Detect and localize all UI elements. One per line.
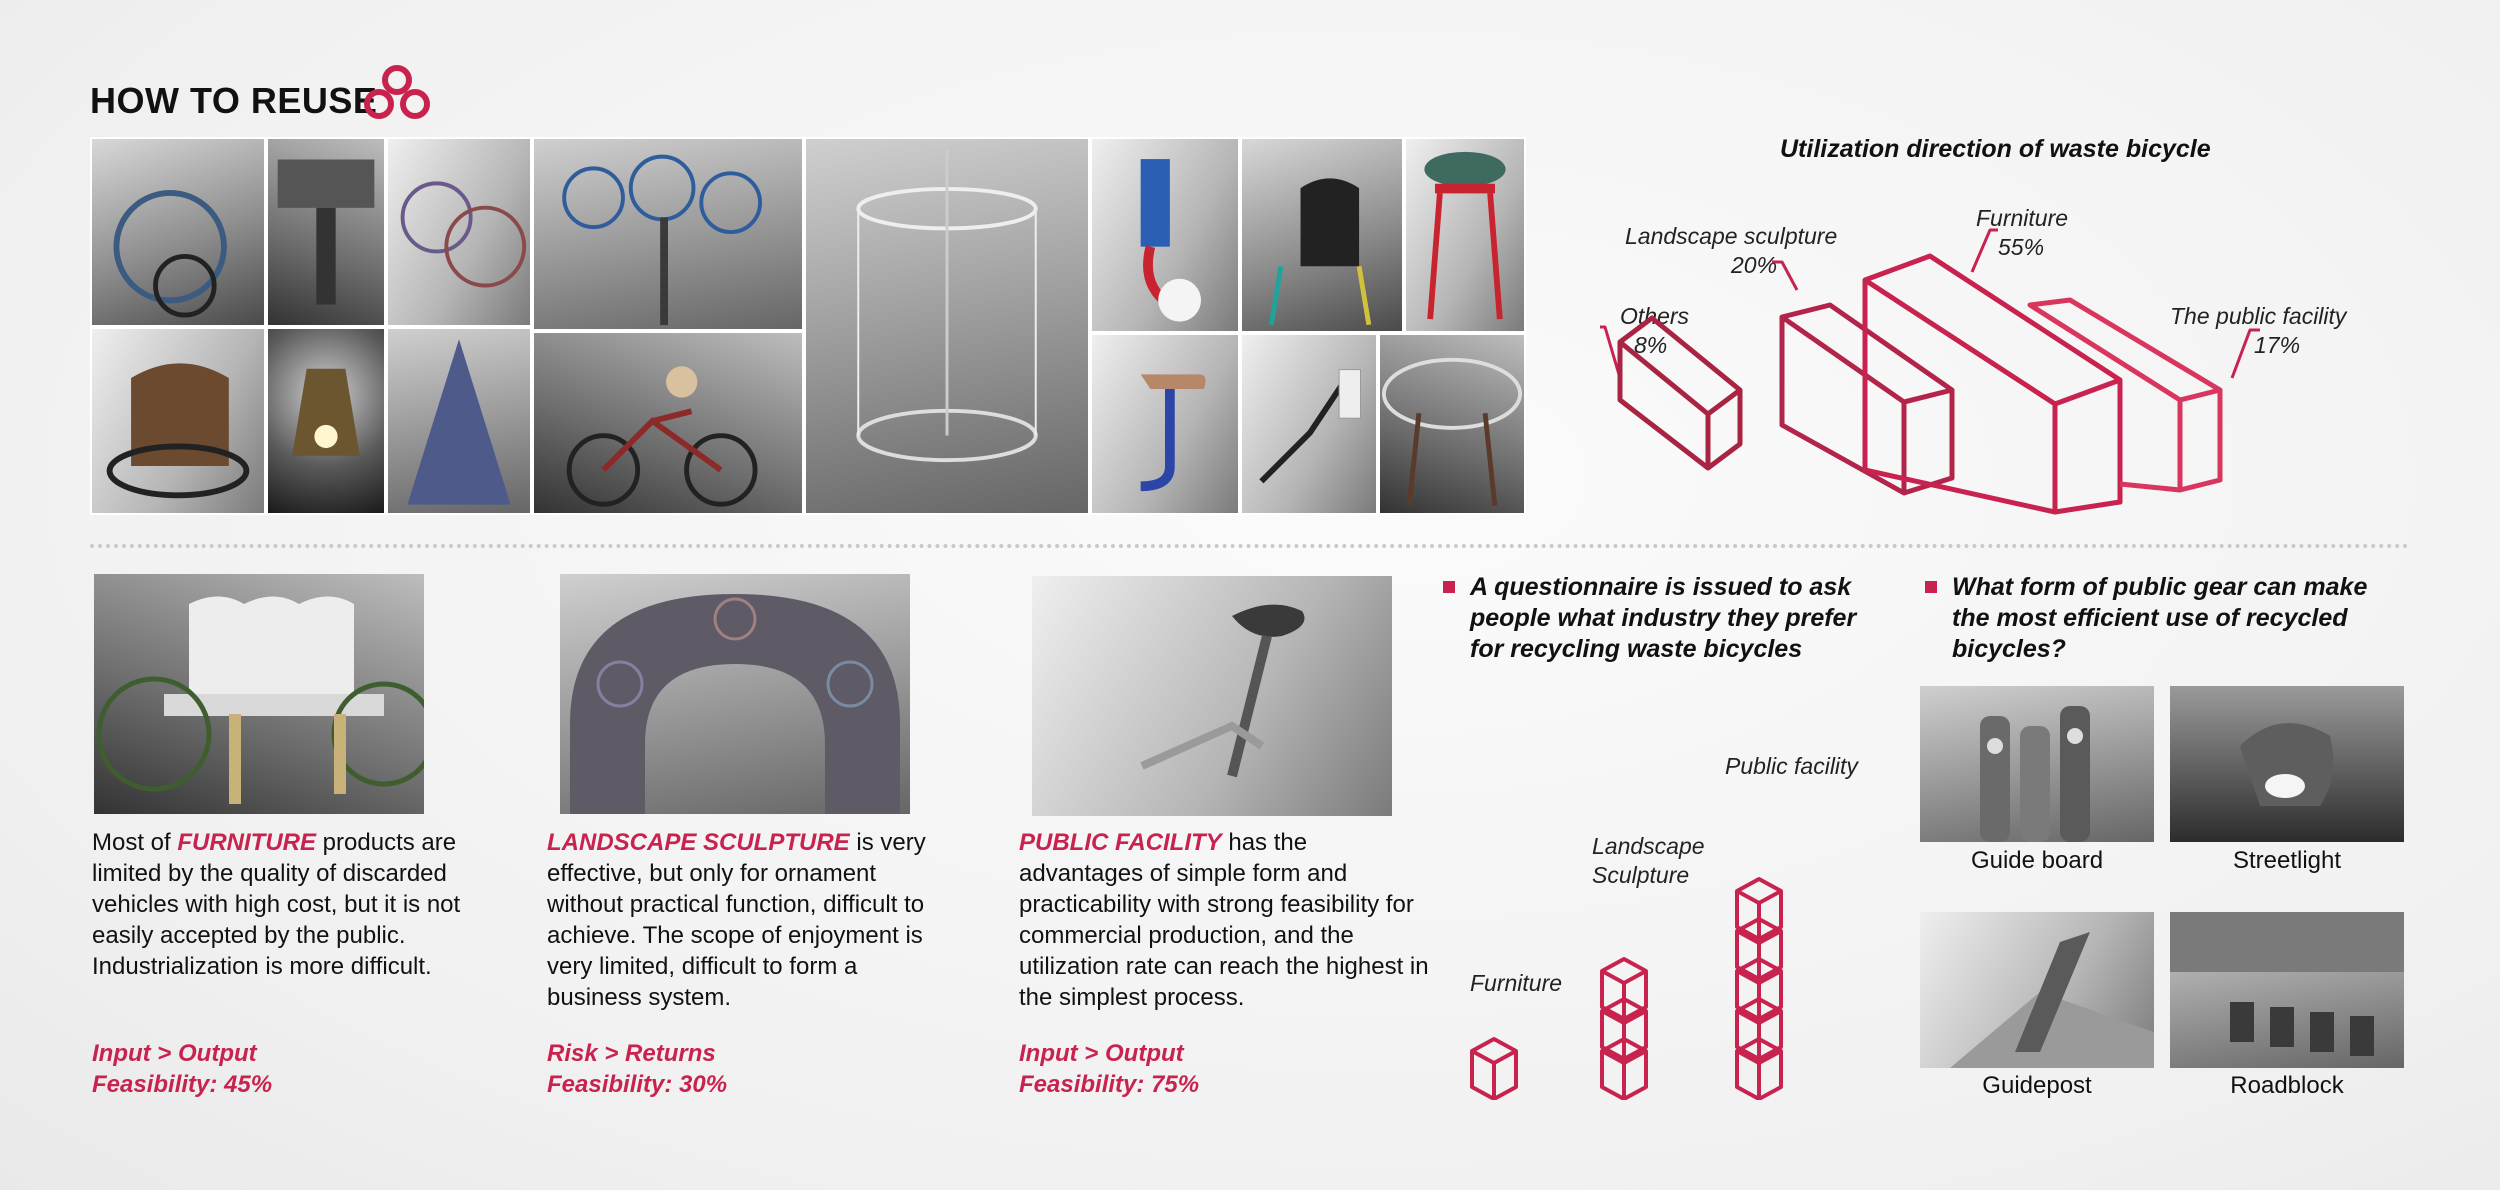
metric-feasibility: Feasibility: 75% — [1019, 1071, 1200, 1098]
photo-flower-bicycle — [532, 331, 804, 515]
photo-bike-stand — [1032, 576, 1392, 816]
leader-furniture — [1970, 228, 1998, 273]
label-value: 55% — [1998, 234, 2045, 260]
metric-ratio: Input > Output — [92, 1040, 257, 1067]
label-furniture: Furniture 55% — [1976, 204, 2136, 262]
metric-ratio: Risk > Returns — [547, 1040, 716, 1067]
caption-roadblock: Roadblock — [2230, 1072, 2344, 1099]
cube-unit — [1600, 957, 1648, 1021]
photo-wire-sculpture — [804, 137, 1090, 515]
chart-title: Utilization direction of waste bicycle — [1780, 135, 2211, 163]
caption-guidepost: Guidepost — [1982, 1072, 2092, 1099]
card-keyword: FURNITURE — [177, 829, 317, 856]
stack-furniture — [1470, 1037, 1518, 1100]
label-value: 17% — [2254, 332, 2301, 358]
card-furniture-text: Most of FURNITURE products are limited b… — [92, 827, 492, 982]
label-value: 8% — [1634, 332, 1668, 358]
photo-colored-chair — [1240, 137, 1404, 333]
cube-unit — [1470, 1037, 1518, 1100]
photo-bench — [94, 574, 424, 814]
label-furniture-stack: Furniture — [1470, 970, 1563, 996]
leader-others — [1600, 325, 1622, 379]
block-public — [2027, 297, 2223, 493]
leader-public — [2230, 328, 2260, 379]
card-keyword: LANDSCAPE SCULPTURE — [547, 829, 850, 856]
stack-landscape — [1600, 957, 1648, 1100]
page-title: HOW TO REUSE — [90, 80, 378, 121]
photo-wheel-pile — [386, 137, 532, 327]
photo-chain-lamp — [266, 327, 386, 515]
photo-red-stool — [1404, 137, 1526, 333]
bullet-icon — [1443, 581, 1455, 593]
photo-guide-board — [1920, 686, 2154, 842]
card-furniture-metrics: Input > Output Feasibility: 45% — [92, 1038, 272, 1100]
label-public-facility: The public facility 17% — [2170, 302, 2410, 360]
leader-landscape — [1772, 260, 1799, 291]
stacked-cubes-chart — [1470, 877, 1783, 1100]
metric-feasibility: Feasibility: 30% — [547, 1071, 728, 1098]
metric-ratio: Input > Output — [1019, 1040, 1184, 1067]
bullet-icon — [1925, 581, 1937, 593]
label-landscape-stack: Landscape Sculpture — [1592, 832, 1705, 890]
card-lead: Most of — [92, 829, 178, 856]
card-body: is very effective, but only for ornament… — [547, 829, 926, 1011]
label-line1: Landscape — [1592, 833, 1705, 859]
photo-hanger — [1090, 137, 1240, 333]
card-landscape-text: LANDSCAPE SCULPTURE is very effective, b… — [547, 827, 957, 1013]
public-gear-question: What form of public gear can make the mo… — [1952, 573, 2368, 663]
photo-saddle-hook — [1090, 333, 1240, 515]
label-value: 20% — [1731, 252, 1778, 278]
photo-wheel-table — [1378, 333, 1526, 515]
section-divider — [90, 544, 2410, 548]
card-body: has the advantages of simple form and pr… — [1019, 829, 1429, 1011]
block-others — [1617, 315, 1743, 471]
caption-streetlight: Streetlight — [2232, 847, 2342, 874]
label-name: Others — [1620, 303, 1690, 329]
label-line2: Sculpture — [1592, 862, 1690, 888]
photo-bicycle-chair — [90, 137, 266, 327]
label-public-stack: Public facility — [1725, 753, 1858, 779]
isometric-chart — [1600, 228, 2260, 515]
card-body: products are limited by the quality of d… — [92, 829, 461, 980]
block-furniture — [1862, 253, 2123, 515]
photo-streetlight — [2170, 686, 2404, 842]
label-landscape-sculpture: Landscape sculpture 20% — [1625, 222, 1885, 280]
label-others: Others 8% — [1620, 302, 1740, 360]
photo-bike-christmas-tree — [386, 327, 532, 515]
photo-bike-arch — [560, 574, 910, 814]
photo-handlebar-lamp — [1240, 333, 1378, 515]
card-public-text: PUBLIC FACILITY has the advantages of si… — [1019, 827, 1429, 1013]
label-name: Furniture — [1976, 205, 2069, 231]
photo-roadblock — [2170, 912, 2404, 1068]
label-name: Landscape sculpture — [1625, 223, 1838, 249]
cube-unit — [1735, 877, 1783, 941]
questionnaire-question: A questionnaire is issued to ask people … — [1470, 573, 1857, 663]
metric-feasibility: Feasibility: 45% — [92, 1071, 273, 1098]
photo-chain-table — [266, 137, 386, 327]
recycle-logo-icon — [362, 64, 432, 127]
photo-guidepost — [1920, 912, 2154, 1068]
stack-public — [1735, 877, 1783, 1100]
photo-leather-chair — [90, 327, 266, 515]
photo-wheel-tree — [532, 137, 804, 331]
card-landscape-metrics: Risk > Returns Feasibility: 30% — [547, 1038, 727, 1100]
card-keyword: PUBLIC FACILITY — [1019, 829, 1222, 856]
label-name: The public facility — [2170, 303, 2347, 329]
caption-guide-board: Guide board — [1970, 847, 2104, 874]
card-public-metrics: Input > Output Feasibility: 75% — [1019, 1038, 1199, 1100]
